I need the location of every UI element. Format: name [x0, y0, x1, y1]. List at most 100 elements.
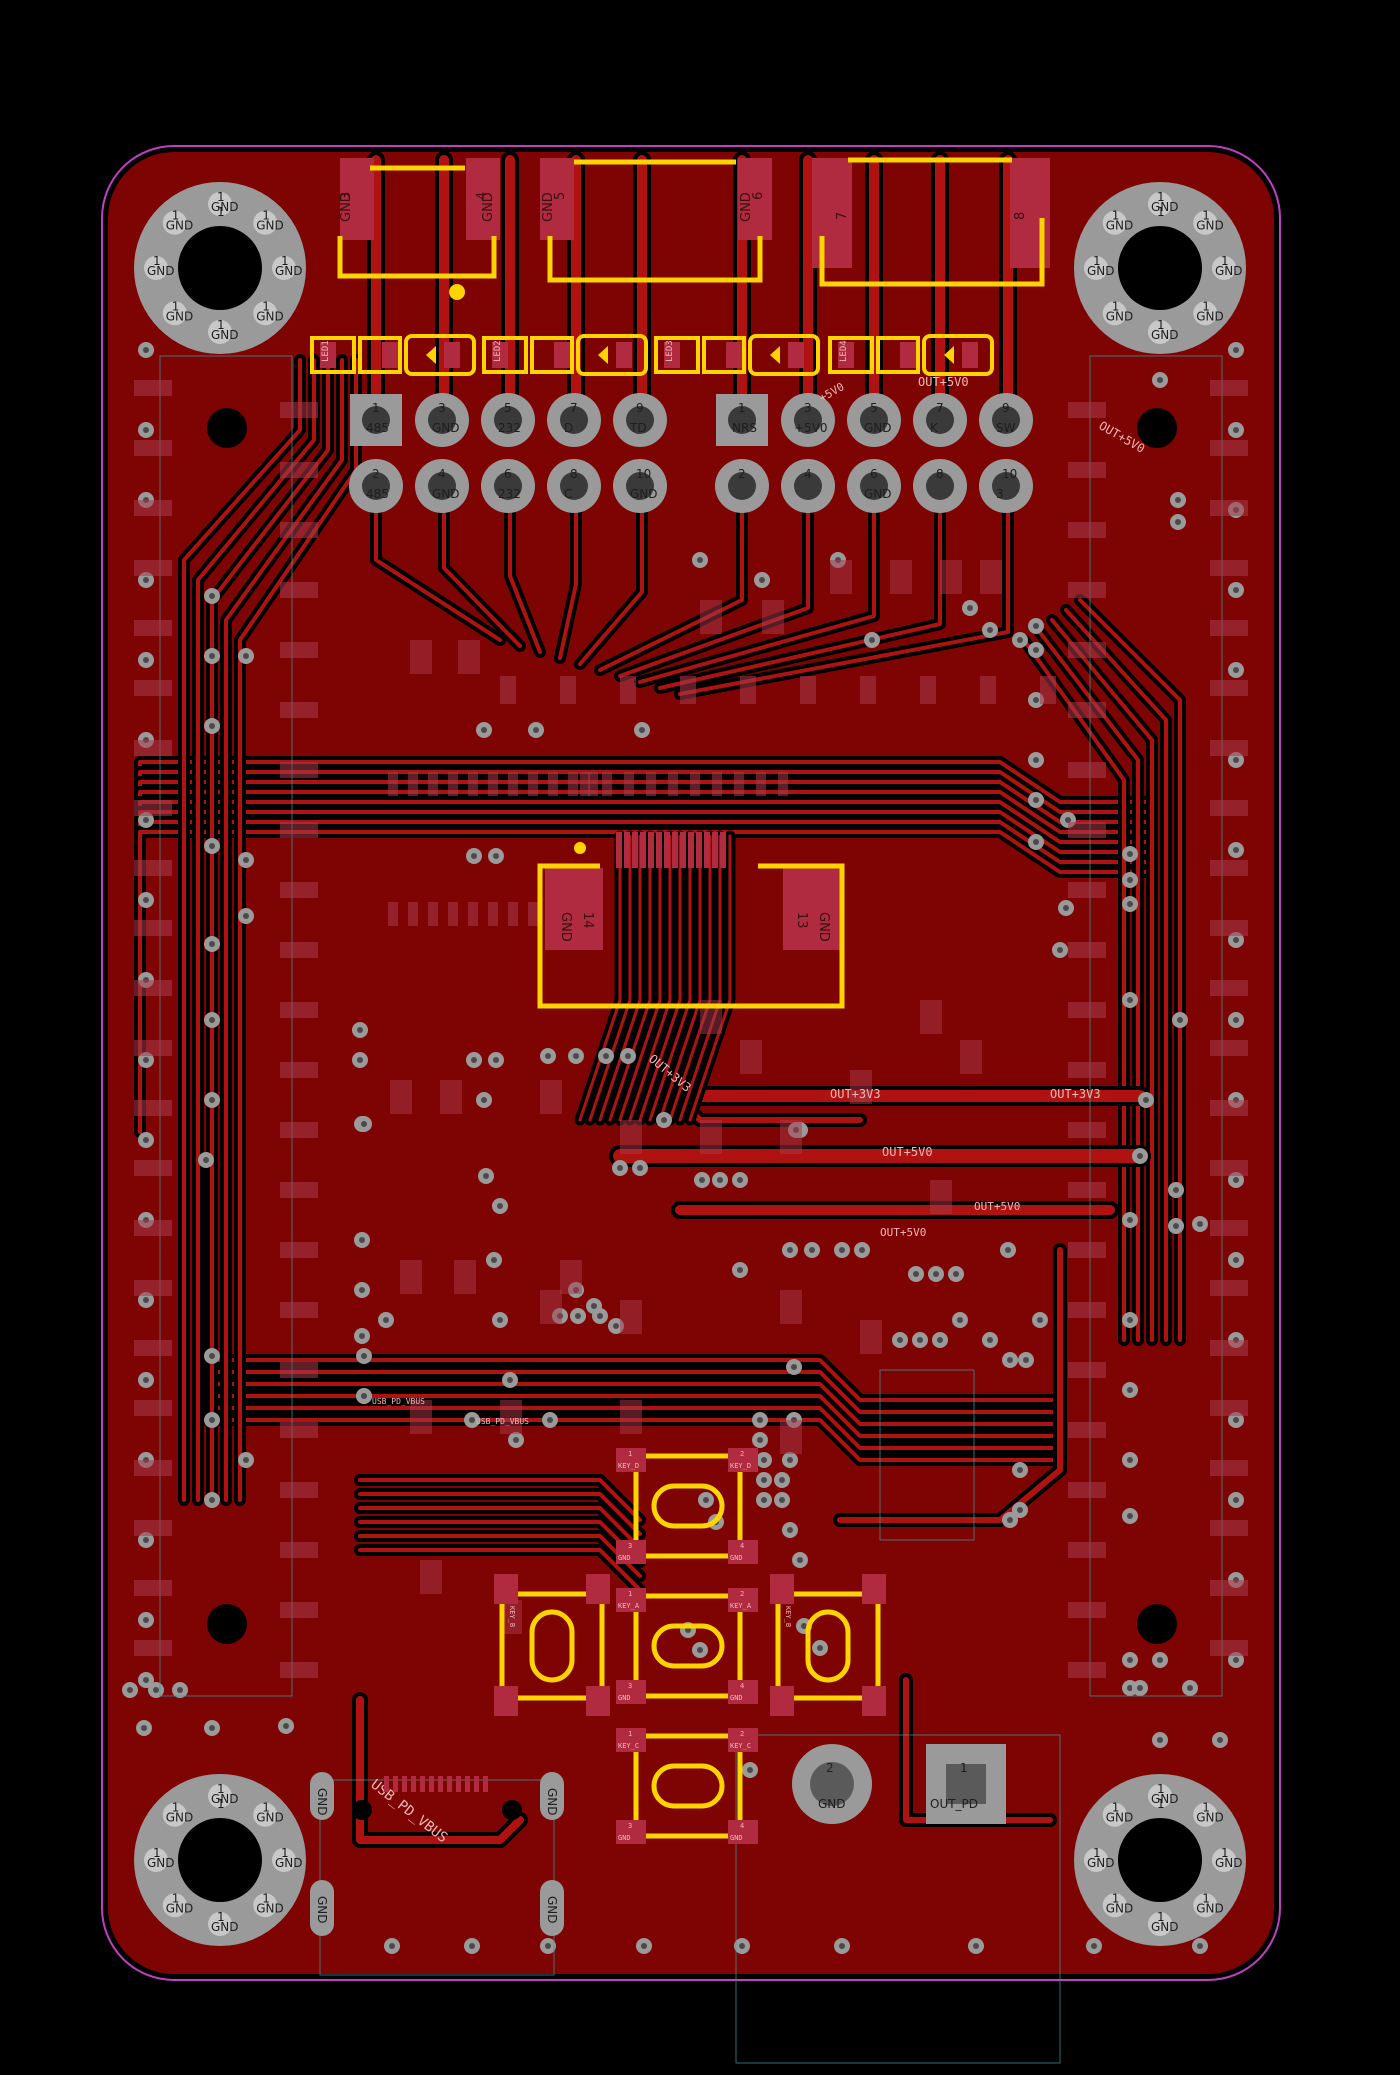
via-drill — [639, 727, 645, 733]
key-switches: 1KEY_D2KEY_D3GND4GND1KEY_A2KEY_A3GND4GND… — [494, 1448, 886, 1844]
edge-pad — [134, 620, 172, 636]
edge-pad — [1068, 882, 1106, 898]
mounting-hole-pad-label: GND — [166, 219, 194, 233]
mounting-hole-via — [253, 1893, 278, 1918]
via-drill — [209, 723, 215, 729]
header-drill — [992, 406, 1020, 434]
smd-pad — [540, 1290, 562, 1324]
npth-hole — [207, 1604, 247, 1644]
edge-pad — [1068, 1242, 1106, 1258]
led-pad — [444, 342, 460, 368]
mounting-hole-pin-label: 1 — [1202, 1891, 1210, 1905]
header-pin-net: +5V0 — [794, 421, 828, 435]
smd-pad — [410, 640, 432, 674]
via-drill — [359, 1287, 365, 1293]
mounting-hole-via — [272, 1848, 296, 1872]
via-drill — [243, 857, 249, 863]
header-drill — [560, 472, 588, 500]
via-drill — [839, 1943, 845, 1949]
via-drill — [913, 1271, 919, 1277]
via-drill — [809, 1247, 815, 1253]
ic-pin — [568, 772, 578, 796]
key-pad-net: GND — [618, 1834, 631, 1842]
via-drill — [779, 1477, 785, 1483]
edge-pad — [1068, 642, 1106, 658]
header-pin-number: 10 — [636, 467, 651, 481]
edge-pad — [1068, 1662, 1106, 1678]
key-pad — [728, 1728, 758, 1752]
via-drill — [617, 1165, 623, 1171]
via-drill — [933, 1271, 939, 1277]
key-pin: 3 — [628, 1682, 632, 1690]
via-drill — [143, 817, 149, 823]
mounting-hole-pad-label: GND — [166, 309, 194, 323]
mounting-hole-via — [208, 1912, 232, 1936]
mounting-hole-pin-label: 1 — [1112, 1891, 1120, 1905]
via-drill — [143, 1617, 149, 1623]
mounting-hole-pad-label: GND — [1215, 1856, 1243, 1870]
header-pin-net: GND — [630, 487, 658, 501]
key-pad — [616, 1588, 646, 1612]
header-pin-net: GND — [864, 421, 892, 435]
mounting-hole-pad-label: GND — [211, 200, 239, 214]
edge-pad — [1068, 942, 1106, 958]
mounting-hole-pad-label: GND — [1196, 1811, 1224, 1825]
mounting-hole-via — [1193, 301, 1218, 326]
mounting-hole-pad-label: GND — [1151, 1920, 1179, 1934]
mounting-hole-pin-label: 1 — [262, 299, 270, 313]
conn2-gnd-right: GND — [739, 192, 754, 222]
via-drill — [757, 1437, 763, 1443]
mounting-hole-pin-label: 1 — [1221, 1846, 1229, 1860]
edge-pad — [134, 1160, 172, 1176]
ic-fine-pin — [664, 832, 670, 868]
mounting-hole-pad-label: GND — [275, 1856, 303, 1870]
edge-pad — [1068, 1602, 1106, 1618]
via-drill — [699, 1177, 705, 1183]
via-drill — [209, 1097, 215, 1103]
ic-pin — [756, 772, 766, 796]
trace — [210, 358, 330, 1502]
led-pad — [962, 342, 978, 368]
smd-pad — [890, 560, 912, 594]
header-pin-number: 3 — [438, 401, 446, 415]
header-drill — [494, 472, 522, 500]
pwr-pad1-pin: 2 — [826, 1761, 834, 1775]
smd-pad — [780, 1420, 802, 1454]
edge-pad — [280, 582, 318, 598]
smd-pad — [560, 1260, 582, 1294]
via-drill — [1033, 647, 1039, 653]
via-drill — [1197, 1221, 1203, 1227]
header-pin-number: 6 — [870, 467, 878, 481]
ic-pin — [712, 772, 722, 796]
mounting-hole-pin-label: 1 — [262, 209, 270, 223]
via-drill — [591, 1303, 597, 1309]
mounting-hole-pin-label: 1 — [1157, 205, 1165, 219]
trace — [648, 834, 692, 1122]
edge-pad — [1068, 1482, 1106, 1498]
trace — [618, 834, 662, 1122]
smd-pad — [700, 1120, 722, 1154]
via-drill — [1127, 1217, 1133, 1223]
led-box — [530, 336, 574, 374]
mounting-hole-via — [1193, 210, 1218, 235]
edge-pad — [1210, 1580, 1248, 1596]
via-drill — [389, 1943, 395, 1949]
edge-pad — [1210, 1100, 1248, 1116]
ic-pin — [428, 902, 438, 926]
via-drill — [1017, 1507, 1023, 1513]
trace — [356, 1696, 524, 1844]
mounting-hole-pin-label: 1 — [1157, 190, 1165, 204]
led-diode-arrow — [770, 346, 780, 364]
header-drill — [926, 406, 954, 434]
npth-hole — [1137, 1604, 1177, 1644]
via-drill — [243, 653, 249, 659]
edge-pad — [1210, 1280, 1248, 1296]
smd-pad — [400, 1260, 422, 1294]
usb-pin — [483, 1776, 488, 1792]
mounting-hole-via — [208, 320, 232, 344]
net-out3v3-right: OUT+3V3 — [1050, 1087, 1101, 1101]
edge-pad — [134, 1340, 172, 1356]
key-actuator — [651, 1483, 725, 1529]
usb-shield-3: GND — [315, 1896, 329, 1924]
edge-pad — [280, 762, 318, 778]
